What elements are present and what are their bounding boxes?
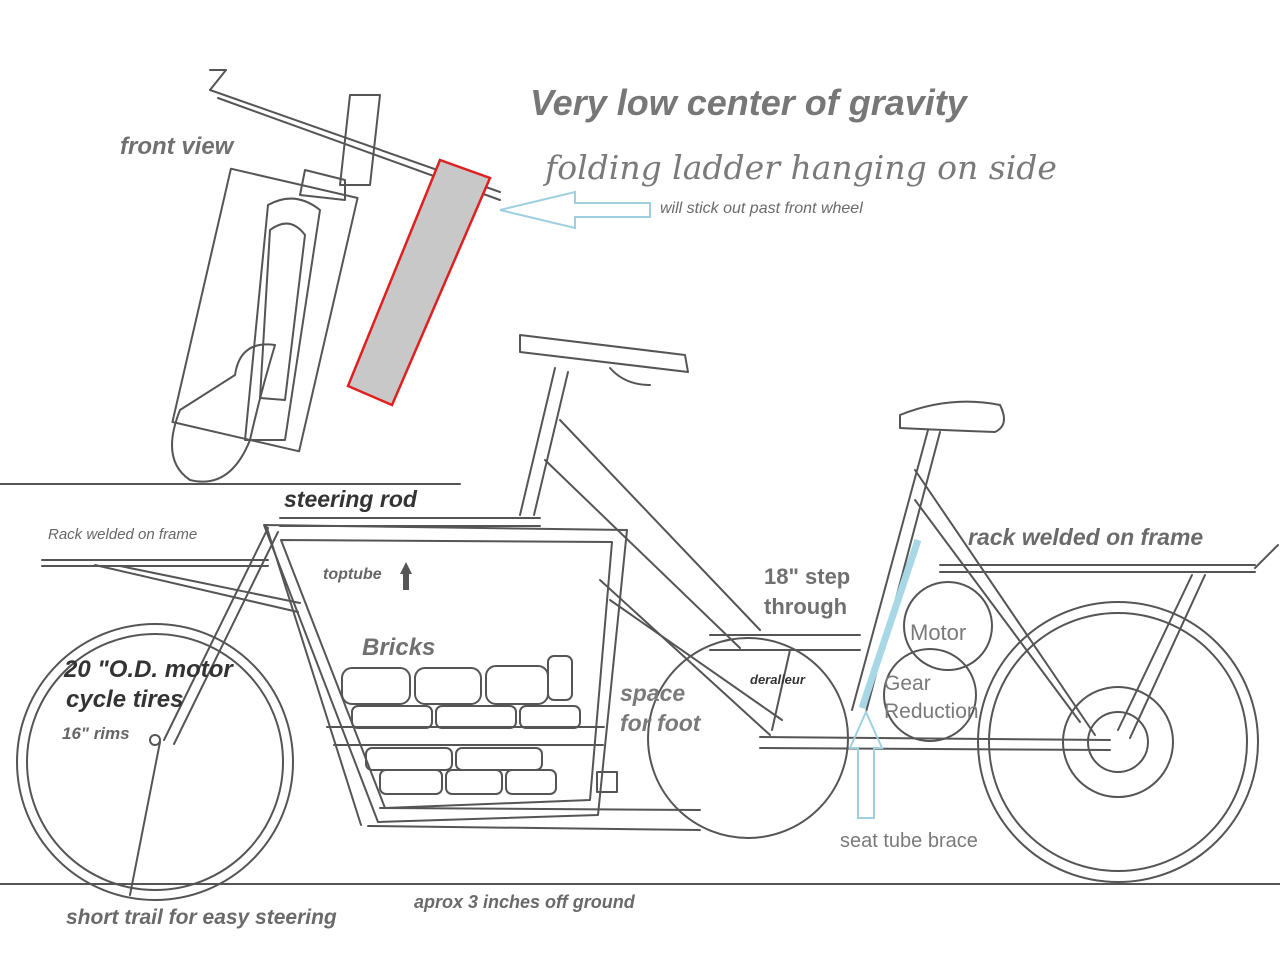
front-seat	[519, 334, 689, 373]
motor-label: Motor	[910, 620, 967, 645]
front-rack	[41, 559, 301, 613]
trail-label: short trail for easy steering	[66, 906, 337, 929]
tires-label-line1: 20 "O.D. motor	[64, 656, 233, 683]
motor-unit	[883, 581, 993, 742]
seat-brace-label: seat tube brace	[840, 830, 978, 852]
diagram-title: Very low center of gravity	[530, 82, 967, 123]
front-seat-clamp	[609, 367, 651, 386]
foot-space-label-line2: for foot	[620, 710, 701, 736]
steering-rod-line	[279, 517, 541, 527]
front-view-label: front view	[120, 133, 234, 160]
ground-line	[0, 483, 1280, 885]
rear-seat	[899, 400, 1005, 433]
step-through-label-line1: 18" step	[764, 564, 851, 589]
seat-brace-arrow-icon	[848, 709, 884, 819]
ladder-note: will stick out past front wheel	[660, 200, 863, 217]
derailleur-label: deralleur	[750, 672, 805, 687]
ladder-arrow-icon	[499, 190, 651, 230]
foot-space-label-line1: space	[620, 680, 686, 706]
main-frame	[519, 367, 1111, 751]
derailleur-arm	[771, 649, 791, 731]
front-rack-label: Rack welded on frame	[48, 526, 198, 543]
gear-label-line1: Gear	[884, 672, 931, 695]
gear-label-line2: Reduction	[884, 700, 979, 723]
rear-wheel	[977, 601, 1259, 883]
rear-rack	[939, 544, 1279, 739]
toptube-arrow-icon	[400, 562, 412, 590]
tires-label-line2: cycle tires	[66, 686, 184, 713]
front-fork	[129, 527, 279, 896]
front-view-inset	[171, 69, 501, 483]
front-wheel	[16, 623, 294, 901]
toptube-label: toptube	[323, 566, 382, 583]
folding-ladder	[346, 158, 492, 407]
rims-label: 16" rims	[62, 724, 130, 743]
diagram-subtitle: folding ladder hanging on side	[545, 148, 1057, 187]
step-through-label-line2: through	[764, 594, 848, 619]
seat-tube-brace	[858, 538, 922, 710]
ground-clearance-label: aprox 3 inches off ground	[414, 892, 635, 912]
rear-rack-label: rack welded on frame	[968, 524, 1204, 550]
steering-rod-label: steering rod	[284, 486, 417, 512]
brick-stack	[341, 655, 618, 795]
bricks-label: Bricks	[362, 634, 436, 661]
